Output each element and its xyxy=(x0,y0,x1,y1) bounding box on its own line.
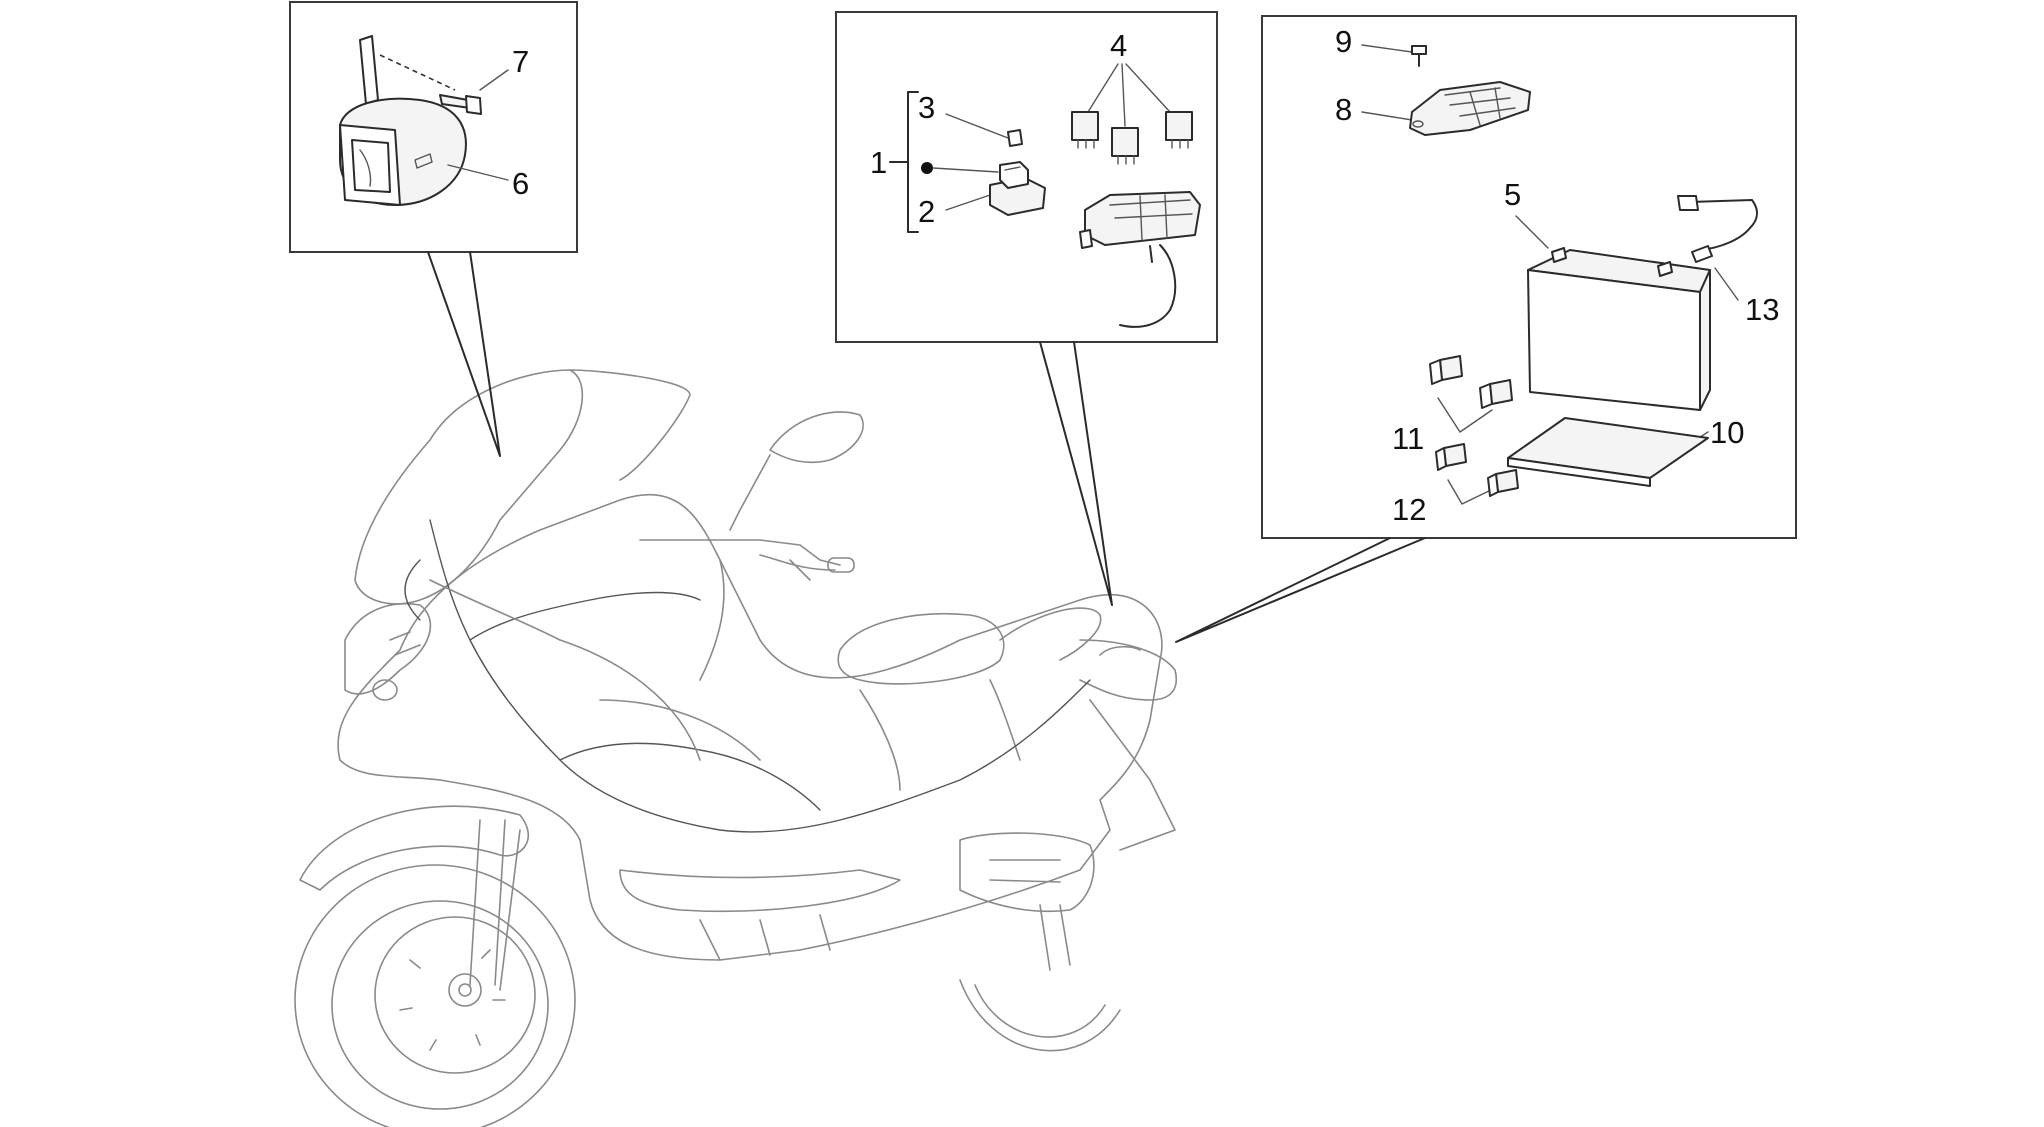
relay-3 xyxy=(1165,111,1193,149)
panel-battery-pointer xyxy=(1175,537,1426,643)
front-wheel xyxy=(294,864,576,1127)
fuse-holder xyxy=(989,161,1046,216)
callout-8: 8 xyxy=(1335,92,1352,127)
callout-10: 10 xyxy=(1710,415,1744,450)
ground-cable xyxy=(1677,195,1758,263)
callout-12: 12 xyxy=(1392,492,1426,527)
horn-part xyxy=(339,35,467,206)
relay-1 xyxy=(1071,111,1099,149)
battery xyxy=(1527,247,1711,411)
callout-4: 4 xyxy=(1110,28,1127,63)
callout-13: 13 xyxy=(1745,292,1779,327)
callout-2: 2 xyxy=(918,194,935,229)
rubber-pad-11a xyxy=(1429,355,1463,385)
callout-5: 5 xyxy=(1504,177,1521,212)
callout-11: 11 xyxy=(1392,421,1424,456)
panel-relays: 1 3 2 4 xyxy=(835,11,1218,606)
fuse-box xyxy=(1079,191,1201,328)
callout-7: 7 xyxy=(512,44,529,79)
fuse-small xyxy=(1007,129,1023,147)
panel-horn: 7 6 xyxy=(289,1,578,457)
panel-horn-pointer xyxy=(427,251,501,457)
rear-wheel xyxy=(959,979,1121,1052)
panel-relays-pointer xyxy=(1039,341,1113,606)
panel-battery: 9 8 5 13 xyxy=(1175,15,1797,643)
battery-strap-cover xyxy=(1409,81,1531,136)
relay-2 xyxy=(1111,127,1139,165)
rubber-pad-12a xyxy=(1435,443,1467,471)
battery-pad xyxy=(1507,417,1709,487)
callout-1: 1 xyxy=(870,145,887,180)
callout-1-dot xyxy=(921,162,933,174)
scooter-illustration xyxy=(294,369,1177,1127)
rubber-pad-11b xyxy=(1479,379,1513,409)
callout-9: 9 xyxy=(1335,24,1352,59)
callout-6: 6 xyxy=(512,166,529,201)
screw xyxy=(1411,45,1427,67)
callout-3: 3 xyxy=(918,90,935,125)
rubber-pad-12b xyxy=(1487,469,1519,497)
horn-bolt xyxy=(439,94,482,115)
